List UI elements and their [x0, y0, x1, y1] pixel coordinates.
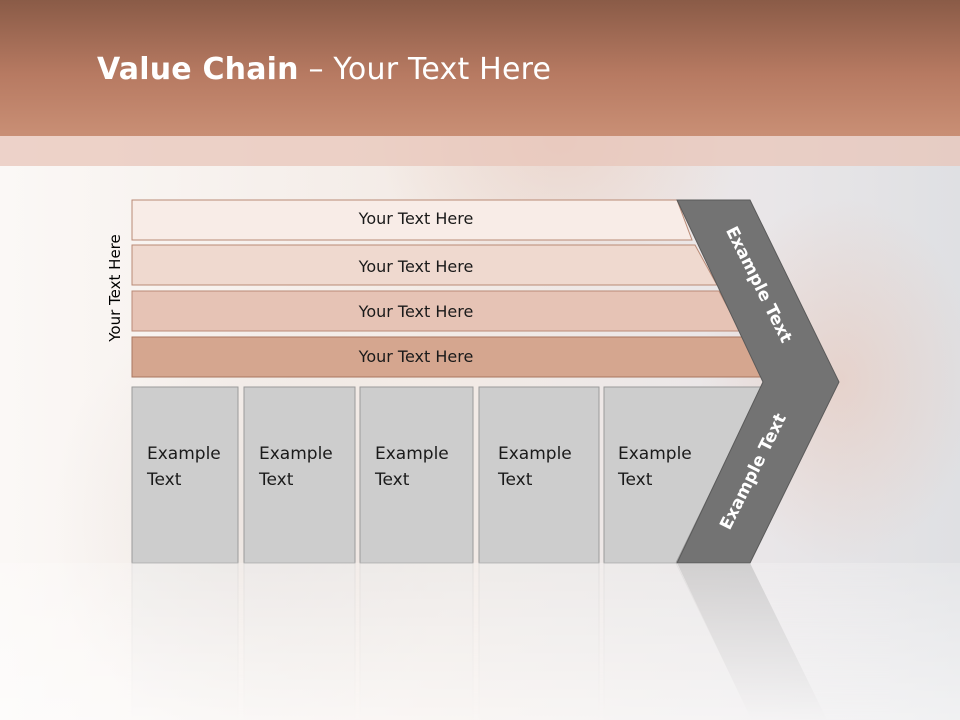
- primary-box-label: Example: [618, 444, 692, 464]
- support-bar-label: Your Text Here: [358, 209, 474, 228]
- primary-box-label: Text: [497, 470, 533, 490]
- primary-box-label: Text: [146, 470, 182, 490]
- title-bar-band: [0, 136, 960, 166]
- primary-box-label: Text: [617, 470, 653, 490]
- primary-box-label: Text: [258, 470, 294, 490]
- primary-box[interactable]: [243, 386, 356, 564]
- primary-box-label: Example: [498, 444, 572, 464]
- slide-title: Value Chain – Your Text Here: [97, 52, 551, 87]
- support-bar[interactable]: [131, 199, 693, 241]
- support-bar-label: Your Text Here: [358, 347, 474, 366]
- support-activities: Your Text Here Your Text Here Your Text …: [131, 199, 764, 378]
- primary-box[interactable]: [131, 386, 239, 564]
- support-bar-label: Your Text Here: [358, 257, 474, 276]
- reflection: [0, 562, 960, 720]
- primary-box-label: Example: [375, 444, 449, 464]
- primary-box-label: Text: [374, 470, 410, 490]
- primary-box[interactable]: [478, 386, 600, 564]
- support-bar-label: Your Text Here: [358, 302, 474, 321]
- slide-title-rest: – Your Text Here: [298, 52, 552, 87]
- slide-title-bold: Value Chain: [97, 52, 299, 87]
- primary-box-label: Example: [259, 444, 333, 464]
- primary-box[interactable]: [359, 386, 474, 564]
- title-bar: [0, 0, 960, 136]
- primary-box-label: Example: [147, 444, 221, 464]
- primary-activities: Example Text Example Text Example Text E…: [131, 386, 763, 564]
